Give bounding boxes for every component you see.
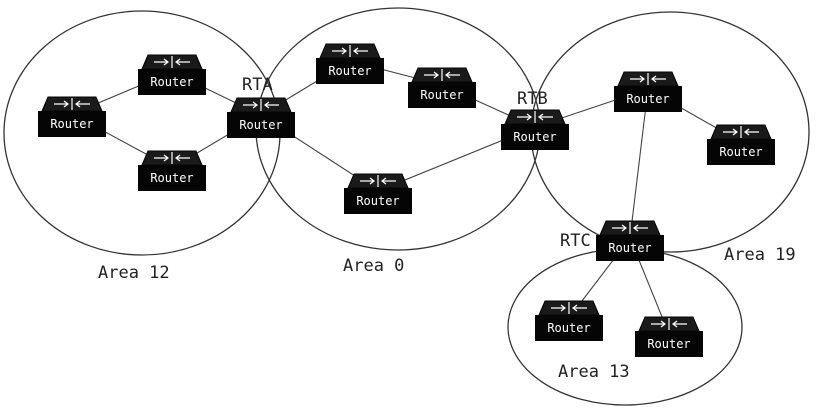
- router-front-face: [344, 188, 412, 214]
- router-front-face: [138, 69, 206, 95]
- router-arrows-icon: [332, 45, 368, 57]
- router-front-face: [501, 124, 569, 150]
- router-r0a[interactable]: Router: [316, 43, 384, 84]
- router-front-face: [535, 315, 603, 341]
- router-label: Router: [513, 130, 556, 144]
- router-rta[interactable]: Router RTA: [227, 75, 295, 138]
- router-arrows-icon: [154, 56, 190, 68]
- area-label-area12: Area 12: [98, 263, 170, 283]
- router-front-face: [614, 86, 682, 112]
- link-r19a-rtc: [629, 88, 649, 239]
- router-label: Router: [547, 321, 590, 335]
- router-label: Router: [328, 64, 371, 78]
- area-label-area0: Area 0: [343, 256, 404, 276]
- router-label: Router: [647, 337, 690, 351]
- router-arrows-icon: [424, 69, 460, 81]
- router-r0b[interactable]: Router: [408, 67, 476, 108]
- router-r12a[interactable]: Router: [38, 96, 106, 137]
- router-front-face: [635, 331, 703, 357]
- router-label: Router: [719, 145, 762, 159]
- router-r19b[interactable]: Router: [707, 124, 775, 165]
- router-arrows-icon: [243, 99, 279, 111]
- router-front-face: [227, 112, 295, 138]
- routers-layer: RouterRouterRouterRouterRTARouterRouterR…: [38, 43, 775, 357]
- router-arrows-icon: [630, 73, 666, 85]
- router-arrows-icon: [360, 175, 396, 187]
- router-arrows-icon: [612, 222, 648, 234]
- router-label: Router: [608, 241, 651, 255]
- router-name-rtc: RTC: [560, 231, 591, 251]
- router-arrows-icon: [54, 98, 90, 110]
- router-r13b[interactable]: Router: [635, 316, 703, 357]
- router-label: Router: [150, 75, 193, 89]
- router-arrows-icon: [517, 111, 553, 123]
- router-front-face: [408, 82, 476, 108]
- router-label: Router: [420, 88, 463, 102]
- area-label-area19: Area 19: [724, 245, 796, 265]
- router-arrows-icon: [651, 318, 687, 330]
- router-name-rtb: RTB: [517, 89, 548, 109]
- router-front-face: [316, 58, 384, 84]
- router-r13a[interactable]: Router: [535, 300, 603, 341]
- router-label: Router: [239, 118, 282, 132]
- router-name-rta: RTA: [242, 75, 273, 95]
- router-label: Router: [150, 171, 193, 185]
- router-arrows-icon: [723, 126, 759, 138]
- area-label-area13: Area 13: [558, 362, 630, 382]
- router-label: Router: [626, 92, 669, 106]
- router-front-face: [138, 165, 206, 191]
- router-arrows-icon: [551, 302, 587, 314]
- router-label: Router: [50, 117, 93, 131]
- router-rtc[interactable]: Router RTC: [560, 220, 664, 261]
- router-front-face: [707, 139, 775, 165]
- areas-layer: [3, 7, 810, 406]
- router-label: Router: [356, 194, 399, 208]
- router-r19a[interactable]: Router: [614, 71, 682, 112]
- router-front-face: [38, 111, 106, 137]
- router-rtb[interactable]: Router RTB: [501, 89, 569, 150]
- router-r12b[interactable]: Router: [138, 54, 206, 95]
- router-r0c[interactable]: Router: [344, 173, 412, 214]
- router-arrows-icon: [154, 152, 190, 164]
- router-front-face: [596, 235, 664, 261]
- area-labels-layer: Area 12 Area 0 Area 19 Area 13: [98, 245, 796, 382]
- router-r12c[interactable]: Router: [138, 150, 206, 191]
